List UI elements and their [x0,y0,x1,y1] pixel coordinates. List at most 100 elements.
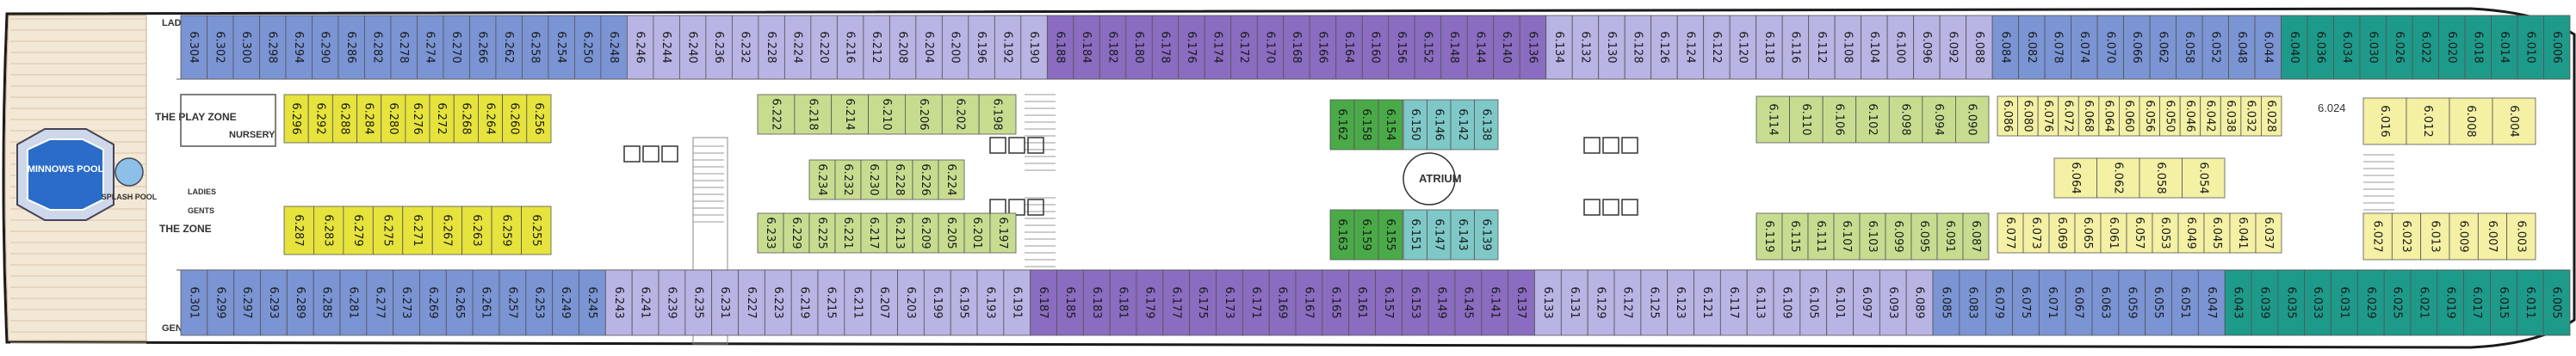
inner-cabin[interactable]: 6.288 [331,94,357,144]
cabin-box[interactable] [417,15,444,80]
cabin-box[interactable] [2118,269,2146,336]
bottom-cabin[interactable]: 6.227 [738,269,765,336]
cabin-box[interactable] [678,15,707,80]
cabin-box[interactable] [705,15,733,80]
top-cabin[interactable]: 6.034 [2333,15,2361,80]
top-cabin[interactable]: 6.134 [1545,15,1573,80]
inner-cabin[interactable]: 6.146 [1427,99,1452,150]
cabin-box[interactable] [2449,97,2493,145]
inner-cabin[interactable]: 6.090 [1955,95,1990,144]
cabin-box[interactable] [307,94,333,144]
inner-cabin[interactable]: 6.111 [1807,212,1835,261]
cabin-box[interactable] [2203,212,2231,254]
cabin-box[interactable] [1256,15,1285,80]
cabin-box[interactable] [443,15,470,80]
top-cabin[interactable]: 6.074 [2071,15,2098,80]
top-cabin[interactable]: 6.274 [417,15,444,80]
cabin-box[interactable] [2048,212,2076,254]
top-cabin[interactable]: 6.200 [941,15,969,80]
top-cabin[interactable]: 6.302 [207,15,234,80]
top-cabin[interactable]: 6.190 [1020,15,1048,80]
bottom-cabin[interactable]: 6.161 [1348,269,1376,336]
cabin-box[interactable] [372,206,404,255]
inner-cabin[interactable]: 6.064 [2098,95,2120,137]
inner-cabin[interactable]: 6.023 [2391,212,2422,261]
bottom-cabin[interactable]: 6.191 [1003,269,1031,336]
cabin-box[interactable] [1375,269,1403,336]
inner-cabin[interactable]: 6.099 [1885,212,1912,261]
cabin-box[interactable] [2281,15,2308,80]
cabin-box[interactable] [2096,15,2124,80]
top-cabin[interactable]: 6.136 [1519,15,1547,80]
top-cabin[interactable]: 6.048 [2228,15,2256,80]
inner-cabin[interactable]: 6.263 [461,206,492,255]
top-cabin[interactable]: 6.278 [390,15,418,80]
cabin-box[interactable] [1204,15,1232,80]
top-cabin[interactable]: 6.122 [1703,15,1731,80]
top-cabin[interactable]: 6.166 [1309,15,1337,80]
cabin-box[interactable] [1020,15,1048,80]
cabin-box[interactable] [526,94,552,144]
bottom-cabin[interactable]: 6.171 [1242,269,1270,336]
top-cabin[interactable]: 6.132 [1571,15,1600,80]
inner-cabin[interactable]: 6.038 [2220,95,2242,137]
cabin-box[interactable] [2412,15,2439,80]
inner-cabin[interactable]: 6.217 [860,212,888,254]
bottom-cabin[interactable]: 6.019 [2437,269,2465,336]
cabin-box[interactable] [1746,269,1774,336]
cabin-box[interactable] [1885,212,1912,261]
inner-cabin[interactable]: 6.094 [1922,95,1956,144]
bottom-cabin[interactable]: 6.277 [366,269,394,336]
inner-cabin[interactable]: 6.218 [794,94,833,135]
inner-cabin[interactable]: 6.142 [1450,99,1475,150]
inner-cabin[interactable]: 6.230 [860,159,888,200]
cabin-box[interactable] [498,269,527,336]
top-cabin[interactable]: 6.022 [2412,15,2439,80]
cabin-box[interactable] [356,94,382,144]
bottom-cabin[interactable]: 6.097 [1853,269,1880,336]
top-cabin[interactable]: 6.108 [1834,15,1862,80]
cabin-box[interactable] [2463,269,2491,336]
inner-cabin[interactable]: 6.041 [2229,212,2257,254]
inner-cabin[interactable]: 6.068 [2078,95,2100,137]
inner-cabin[interactable]: 6.115 [1781,212,1809,261]
inner-cabin[interactable]: 6.049 [2177,212,2205,254]
cabin-box[interactable] [2383,269,2412,336]
cabin-box[interactable] [604,269,633,336]
cabin-box[interactable] [1378,209,1403,261]
cabin-box[interactable] [1046,15,1074,80]
inner-cabin[interactable]: 6.271 [402,206,433,255]
bottom-cabin[interactable]: 6.125 [1640,269,1669,336]
bottom-cabin[interactable]: 6.281 [339,269,368,336]
bottom-cabin[interactable]: 6.005 [2542,269,2571,336]
inner-cabin[interactable]: 6.205 [938,212,965,254]
cabin-box[interactable] [429,94,455,144]
inner-cabin[interactable]: 6.275 [372,206,404,255]
cabin-box[interactable] [2261,95,2282,137]
cabin-box[interactable] [1985,269,2013,336]
inner-cabin[interactable]: 6.260 [502,94,528,144]
top-cabin[interactable]: 6.160 [1361,15,1390,80]
cabin-box[interactable] [312,15,339,80]
bottom-cabin[interactable]: 6.245 [579,269,606,336]
top-cabin[interactable]: 6.232 [731,15,759,80]
top-cabin[interactable]: 6.236 [705,15,733,80]
cabin-box[interactable] [2255,212,2282,254]
bottom-cabin[interactable]: 6.257 [498,269,527,336]
bottom-cabin[interactable]: 6.289 [286,269,314,336]
cabin-box[interactable] [2437,269,2465,336]
cabin-box[interactable] [1834,15,1862,80]
top-cabin[interactable]: 6.092 [1939,15,1967,80]
inner-cabin[interactable]: 6.050 [2159,95,2181,137]
bottom-cabin[interactable]: 6.137 [1508,269,1535,336]
cabin-box[interactable] [2123,15,2151,80]
cabin-box[interactable] [339,269,368,336]
inner-cabin[interactable]: 6.206 [905,94,943,135]
cabin-box[interactable] [1808,15,1836,80]
top-cabin[interactable]: 6.208 [889,15,917,80]
cabin-box[interactable] [1966,15,1993,80]
cabin-box[interactable] [2517,15,2544,80]
top-cabin[interactable]: 6.156 [1388,15,1415,80]
cabin-box[interactable] [283,94,309,144]
inner-cabin[interactable]: 6.224 [938,159,965,200]
